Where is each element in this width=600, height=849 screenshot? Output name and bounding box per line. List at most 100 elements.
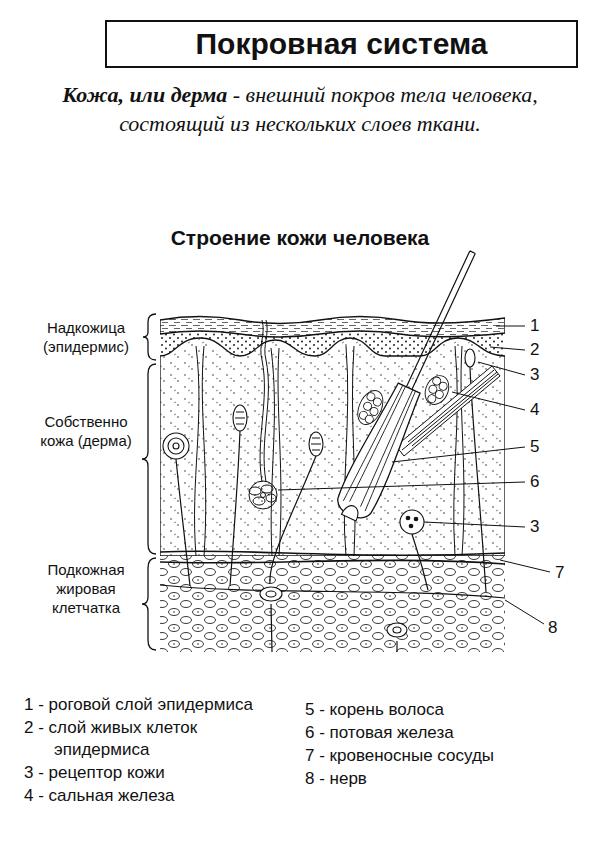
title-text: Покровная система — [196, 27, 488, 61]
illustration-path — [454, 346, 458, 556]
illustration-path — [142, 364, 156, 554]
illustration-circle — [249, 481, 277, 509]
callout-number: 4 — [530, 400, 539, 420]
illustration-ellipse — [253, 497, 265, 505]
illustration-path — [392, 447, 525, 462]
illustration-ellipse — [266, 591, 276, 597]
fat-layer — [160, 556, 505, 652]
callout-number: 8 — [548, 618, 557, 638]
illustration-path — [344, 346, 347, 556]
illustration-circle — [364, 414, 375, 425]
illustration-ellipse — [465, 349, 475, 367]
illustration-circle — [414, 517, 418, 521]
illustration-ellipse — [261, 485, 273, 493]
legend-entry: 1 - роговой слой эпидермиса — [24, 694, 256, 716]
layer-name: Собственно кожа (дерма) — [32, 412, 140, 450]
sweat-gland — [249, 320, 277, 509]
callout-number: 2 — [530, 340, 539, 360]
illustration-circle — [372, 397, 383, 408]
illustration-path — [490, 347, 525, 350]
legend-entry: 7 - кровеносные сосуды — [305, 745, 585, 767]
callout-number: 6 — [530, 472, 539, 492]
illustration-path — [396, 641, 397, 652]
callout-number: 3 — [530, 517, 539, 537]
illustration-circle — [261, 493, 266, 498]
illustration-path — [271, 604, 272, 652]
illustration-ellipse — [309, 432, 323, 456]
illustration-path — [270, 456, 316, 584]
illustration-circle — [427, 393, 438, 404]
callout-number: 7 — [555, 563, 564, 583]
sebaceous-gland — [353, 349, 454, 450]
illustration-path — [278, 482, 525, 490]
illustration-path — [424, 522, 525, 527]
legend-column: 5 - корень волоса6 - потовая железа7 - к… — [305, 699, 585, 791]
illustration-path — [202, 346, 205, 556]
layer-name: Подкожная жировая клетчатка — [32, 560, 140, 617]
definition-term: Кожа, или дерма — [62, 82, 227, 107]
illustration-path — [235, 412, 245, 424]
illustration-ellipse — [249, 487, 261, 495]
legend-entry: 3 - рецептор кожи — [24, 762, 256, 784]
legend-entry: 5 - корень волоса — [305, 699, 585, 721]
illustration-ellipse — [421, 372, 454, 408]
illustration-path — [496, 326, 525, 327]
legend-entry: 6 - потовая железа — [305, 722, 585, 744]
illustration-path — [500, 560, 550, 572]
illustration-path — [160, 585, 505, 598]
hair-shaft — [406, 251, 475, 389]
illustration-path — [470, 367, 486, 592]
illustration-ellipse — [387, 623, 407, 637]
illustration-path — [412, 534, 428, 590]
illustration-ellipse — [266, 494, 276, 502]
illustration-path — [278, 348, 281, 556]
figure-heading: Строение кожи человека — [100, 226, 500, 250]
leader-lines — [278, 326, 550, 624]
skin-receptors — [163, 349, 475, 637]
illustration-path — [160, 551, 505, 555]
callout-number: 1 — [530, 316, 539, 336]
illustration-circle — [163, 433, 189, 459]
hair-follicle — [332, 380, 426, 523]
stratum-corneum-texture — [160, 317, 505, 338]
illustration-path — [352, 346, 355, 556]
illustration-path — [311, 438, 321, 450]
illustration-circle — [168, 438, 184, 454]
illustration-circle — [406, 516, 410, 520]
illustration-path — [505, 600, 544, 624]
illustration-path — [142, 558, 156, 650]
layer-name: Надкожица (эпидермис) — [32, 318, 140, 356]
hair-papilla — [341, 503, 361, 521]
hair-root-lines — [343, 383, 420, 511]
callout-number: 3 — [530, 365, 539, 385]
illustration-ellipse — [393, 627, 401, 633]
definition-text: Кожа, или дерма - внешний покров тела че… — [30, 80, 570, 138]
layer-braces — [142, 314, 156, 650]
illustration-ellipse — [233, 405, 247, 431]
blood-vessels — [160, 551, 505, 564]
illustration-path — [176, 459, 190, 586]
legend-entry: 8 - нерв — [305, 768, 585, 790]
fat-cells — [160, 556, 505, 652]
illustration-ellipse — [260, 587, 282, 601]
illustration-path — [478, 362, 525, 375]
title-frame: Покровная система — [105, 20, 578, 68]
illustration-circle — [173, 443, 179, 449]
nerves — [160, 367, 505, 652]
legend-entry: 2 - слой живых клеток эпидермиса — [24, 717, 256, 761]
illustration-path — [230, 431, 240, 586]
illustration-path — [461, 346, 464, 556]
illustration-path — [160, 560, 505, 564]
illustration-path — [195, 346, 199, 556]
stratum-corneum — [160, 317, 505, 338]
illustration-path — [452, 392, 525, 410]
illustration-path — [402, 370, 498, 450]
hair — [314, 236, 506, 533]
callout-number: 5 — [530, 437, 539, 457]
legend-entry: 4 - сальная железа — [24, 785, 256, 807]
illustration-circle — [400, 510, 424, 534]
legend-column: 1 - роговой слой эпидермиса2 - слой живы… — [24, 694, 256, 808]
illustration-circle — [409, 524, 413, 528]
illustration-ellipse — [353, 387, 388, 429]
illustration-path — [143, 314, 156, 360]
